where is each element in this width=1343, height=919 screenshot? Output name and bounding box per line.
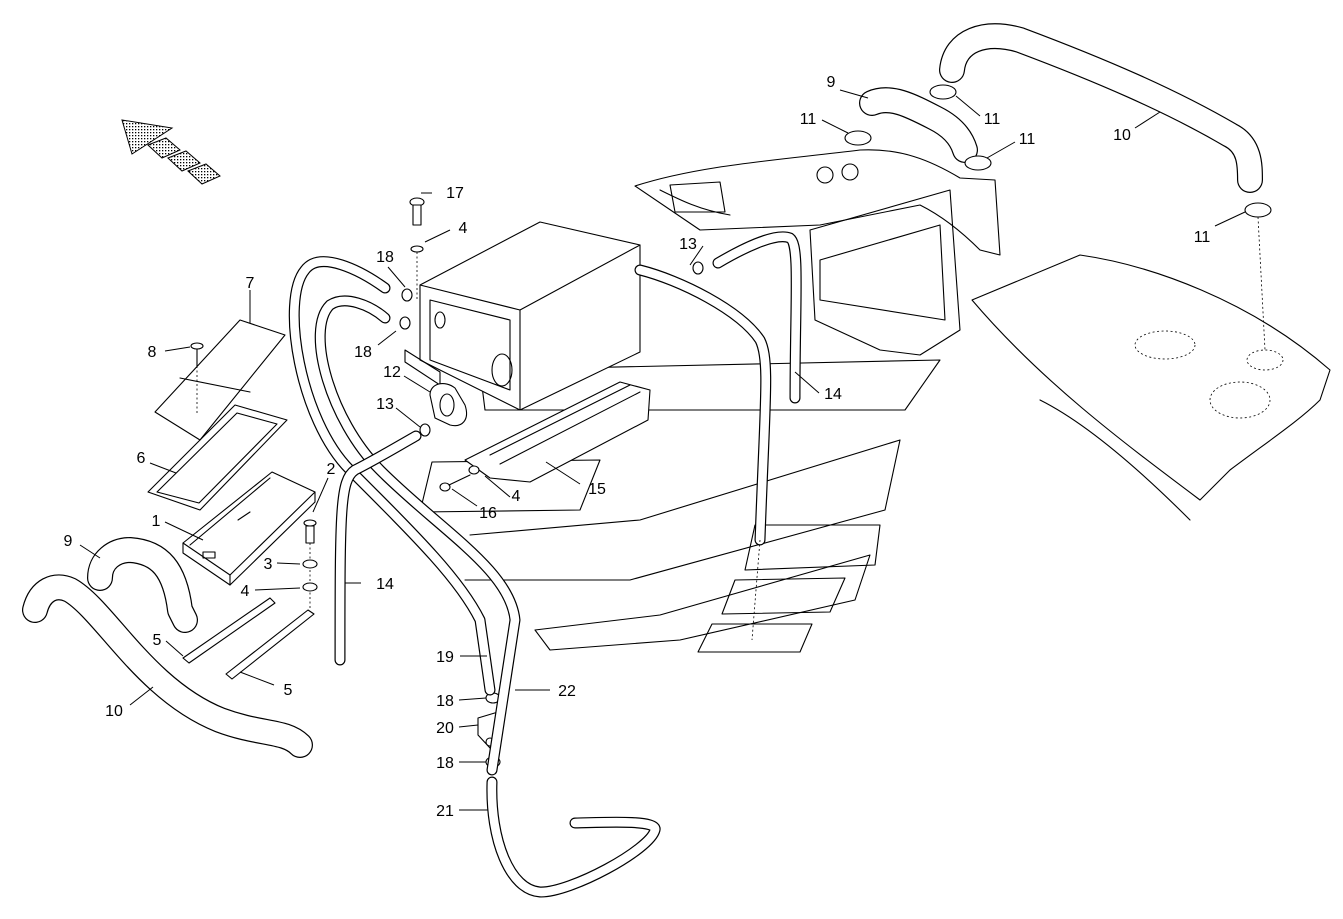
gasket-frame bbox=[147, 404, 288, 511]
callout-14-a: 14 bbox=[376, 576, 394, 593]
callout-15: 15 bbox=[588, 481, 606, 498]
callout-9-right: 9 bbox=[827, 74, 836, 91]
callout-19: 19 bbox=[436, 649, 454, 666]
bolt-17 bbox=[409, 197, 425, 300]
callout-14-b: 14 bbox=[824, 386, 842, 403]
callout-10-right: 10 bbox=[1113, 127, 1131, 144]
callout-17: 17 bbox=[446, 185, 464, 202]
bodywork-outline bbox=[419, 149, 1331, 653]
callout-16: 16 bbox=[479, 505, 497, 522]
callout-21: 21 bbox=[436, 803, 454, 820]
callout-4-duct: 4 bbox=[512, 488, 521, 505]
callout-3: 3 bbox=[264, 556, 273, 573]
callout-8: 8 bbox=[148, 344, 157, 361]
callout-11-d: 11 bbox=[1194, 229, 1211, 246]
hose-clamps bbox=[844, 84, 1272, 351]
screw-8 bbox=[190, 342, 204, 415]
callout-6: 6 bbox=[137, 450, 146, 467]
filter-cartridge bbox=[182, 471, 316, 586]
callout-7: 7 bbox=[246, 275, 255, 292]
callout-13-b: 13 bbox=[679, 236, 697, 253]
callout-5-a: 5 bbox=[153, 632, 162, 649]
callout-4-top: 4 bbox=[459, 220, 468, 237]
callout-9-left: 9 bbox=[64, 533, 73, 550]
leader-lines bbox=[79, 89, 1246, 811]
straps bbox=[182, 597, 315, 680]
callout-5-b: 5 bbox=[284, 682, 293, 699]
direction-arrow-icon bbox=[121, 119, 221, 185]
bolt-stack bbox=[302, 519, 318, 610]
callout-11-c: 11 bbox=[1019, 131, 1036, 148]
bolt-16 bbox=[439, 465, 480, 492]
callout-1: 1 bbox=[152, 513, 161, 530]
callout-11-b: 11 bbox=[984, 111, 1001, 128]
hoses-lower-left bbox=[22, 537, 313, 758]
callout-10-left: 10 bbox=[105, 703, 123, 720]
callout-18-d: 18 bbox=[436, 755, 454, 772]
callout-12: 12 bbox=[383, 364, 401, 381]
callout-labels: 17 4 18 18 7 8 6 1 2 3 4 5 5 9 10 12 13 … bbox=[64, 74, 1211, 820]
coolant-tubes bbox=[288, 231, 802, 898]
hoses-upper-right bbox=[859, 23, 1263, 193]
callout-11-a: 11 bbox=[800, 111, 817, 128]
cover-plate bbox=[154, 319, 286, 441]
callout-4-mid: 4 bbox=[241, 583, 250, 600]
grommet bbox=[429, 382, 468, 427]
callout-22: 22 bbox=[558, 683, 576, 700]
heater-box bbox=[404, 221, 641, 411]
callout-13-a: 13 bbox=[376, 396, 394, 413]
callout-18-a: 18 bbox=[376, 249, 394, 266]
callout-18-b: 18 bbox=[354, 344, 372, 361]
callout-20: 20 bbox=[436, 720, 454, 737]
callout-18-c: 18 bbox=[436, 693, 454, 710]
callout-2: 2 bbox=[327, 461, 336, 478]
air-duct bbox=[464, 381, 651, 483]
